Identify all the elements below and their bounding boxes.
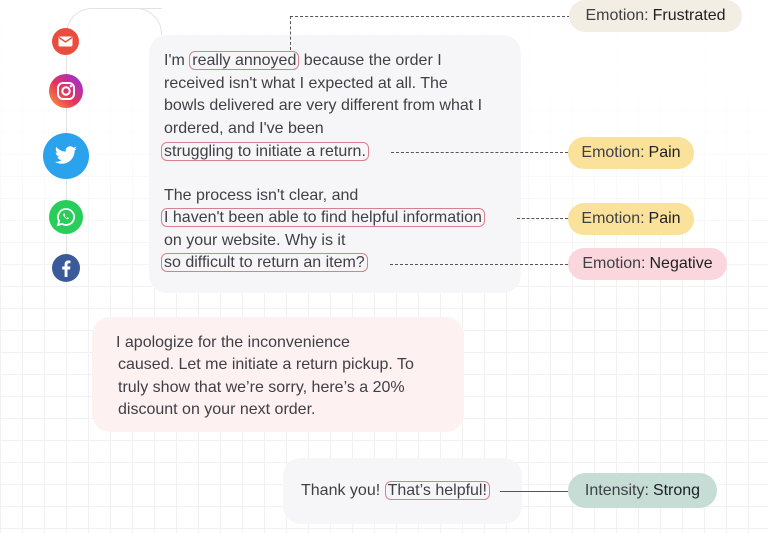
intensity-tag-strong: Intensity:Strong — [568, 473, 717, 508]
twitter-icon[interactable] — [43, 133, 89, 179]
whatsapp-icon[interactable] — [49, 200, 83, 234]
highlight-difficult-return[interactable]: so difficult to return an item? — [161, 253, 368, 272]
facebook-icon[interactable] — [52, 254, 80, 282]
highlight-thats-helpful[interactable]: That’s helpful! — [384, 481, 490, 500]
message-line: discount on your next order. — [118, 401, 316, 418]
emotion-tag-pain: Emotion:Pain — [568, 137, 694, 169]
message-line: received isn't what I expected at all. T… — [164, 75, 448, 92]
message-line: on your website. Why is it — [164, 232, 346, 249]
message-line: ordered, and I've been — [164, 120, 324, 137]
highlight-helpful-information[interactable]: I haven't been able to find helpful info… — [161, 208, 485, 227]
connector-pain-1 — [391, 152, 568, 153]
emotion-tag-pain: Emotion:Pain — [568, 203, 694, 235]
message-line: truly show that we’re sorry, here’s a 20… — [118, 379, 405, 396]
connector-negative — [390, 264, 568, 265]
message-line: I haven't been able to find helpful info… — [161, 207, 485, 230]
highlight-struggling-return[interactable]: struggling to initiate a return. — [161, 142, 369, 161]
message-line: I apologize for the inconvenience — [116, 334, 350, 351]
customer-message-bubble: I'm really annoyed because the order I r… — [149, 35, 521, 293]
instagram-icon[interactable] — [49, 74, 83, 108]
agent-reply-bubble: I apologize for the inconvenience caused… — [92, 317, 464, 432]
message-line: I'm really annoyed because the order I — [164, 51, 442, 70]
connector-frustrated-vertical — [290, 16, 291, 50]
emotion-tag-frustrated: Emotion:Frustrated — [569, 0, 742, 32]
connector-pain-2 — [517, 218, 568, 219]
emotion-tag-negative: Emotion:Negative — [568, 248, 727, 280]
message-line: struggling to initiate a return. — [161, 141, 369, 164]
message-line: Thank you! That’s helpful! — [301, 480, 490, 503]
message-line: caused. Let me initiate a return pickup.… — [118, 356, 414, 373]
connector-intensity — [500, 491, 568, 492]
message-line: bowls delivered are very different from … — [164, 97, 483, 114]
message-line: The process isn't clear, and — [164, 187, 359, 204]
customer-thanks-bubble: Thank you! That’s helpful! — [283, 458, 522, 524]
highlight-really-annoyed[interactable]: really annoyed — [189, 51, 300, 70]
email-icon[interactable] — [52, 28, 79, 55]
connector-frustrated — [290, 16, 570, 17]
message-line: so difficult to return an item? — [161, 252, 368, 275]
